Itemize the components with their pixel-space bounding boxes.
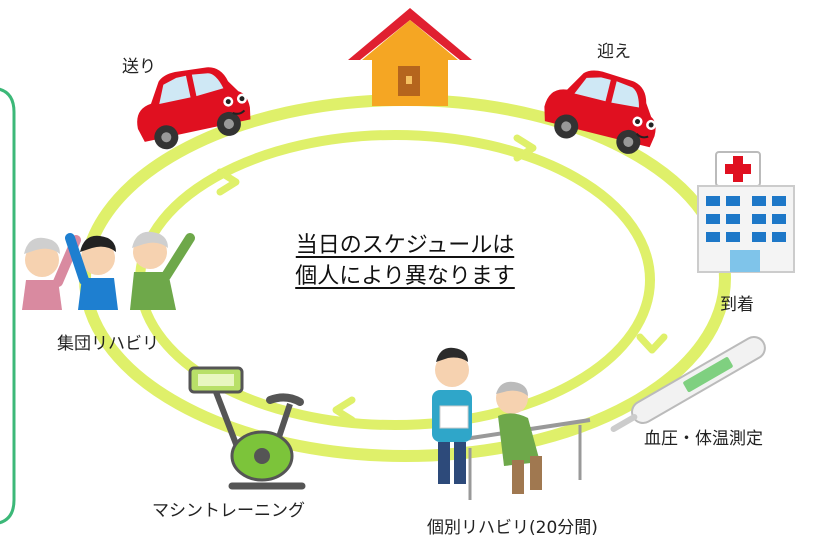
label-machine-training: マシントレーニング xyxy=(152,501,305,521)
exercise-bike-icon xyxy=(188,366,306,490)
individual-rehab-illustration xyxy=(432,347,591,500)
label-individual-rehab: 個別リハビリ(20分間) xyxy=(427,518,598,538)
house-icon xyxy=(348,8,472,106)
label-arrival: 到着 xyxy=(720,295,754,315)
label-pickup: 迎え xyxy=(597,42,631,62)
label-group-rehab: 集団リハビリ xyxy=(57,334,159,354)
label-vitals: 血圧・体温測定 xyxy=(644,429,763,449)
center-note-line1: 当日のスケジュールは xyxy=(295,233,515,258)
arrow-chevron-down-icon xyxy=(636,333,668,354)
center-note-line2: 個人により異なります xyxy=(295,264,515,289)
arrow-chevron-left-icon xyxy=(332,396,356,424)
thermometer-icon xyxy=(610,336,766,433)
arrow-chevron-right-icon xyxy=(513,134,537,162)
hospital-icon xyxy=(697,151,795,273)
car-icon xyxy=(137,67,251,150)
center-note: 当日のスケジュールは 個人により異なります xyxy=(270,230,540,292)
label-send-off: 送り xyxy=(122,57,156,77)
side-panel-edge xyxy=(0,87,16,525)
arrow-chevron-right-icon xyxy=(216,168,240,196)
car-icon xyxy=(544,70,657,154)
group-rehab-illustration xyxy=(22,231,195,310)
